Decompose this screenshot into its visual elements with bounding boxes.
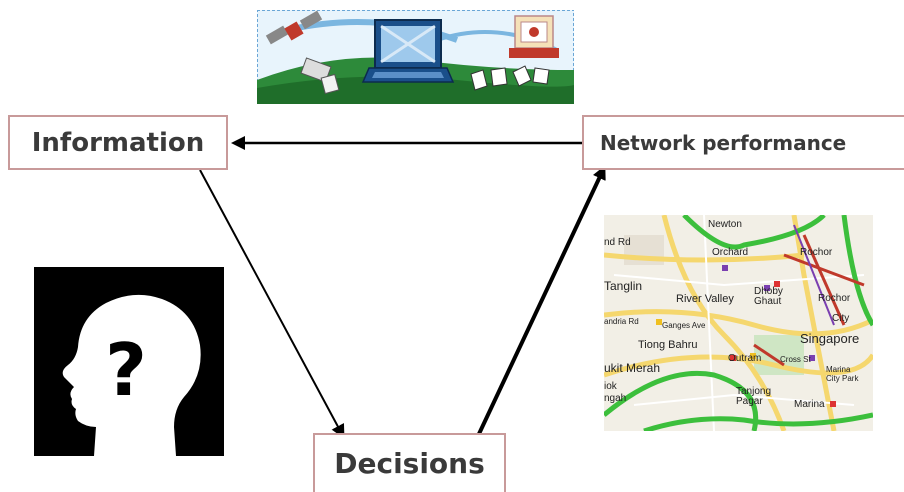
map-label-marina-city-park: Marina City Park	[826, 365, 859, 383]
question-mark: ?	[105, 328, 147, 412]
handheld-device-icon	[300, 57, 340, 95]
map-label-ok: iok	[604, 381, 617, 392]
map-label-andria: andria Rd	[604, 317, 639, 326]
decisions-label: Decisions	[334, 447, 485, 480]
satellite-icon	[265, 10, 323, 45]
map-label-marina: Marina	[794, 399, 825, 410]
laptop-icon	[361, 19, 455, 83]
information-label: Information	[31, 127, 205, 158]
decisions-box: Decisions	[313, 433, 506, 492]
map-label-ganges-ave: Ganges Ave	[662, 321, 706, 330]
map-label-kit-merah: ukit Merah	[604, 361, 661, 375]
map-label-orchard: Orchard	[712, 247, 749, 258]
map-label-river-valley: River Valley	[676, 293, 734, 305]
traffic-map: Newton Orchard Rochor nd Rd Tanglin Rive…	[604, 215, 873, 431]
information-box: Information	[8, 115, 228, 170]
desktop-computer-icon	[509, 15, 559, 58]
map-label-tiong-bahru: Tiong Bahru	[638, 339, 698, 351]
map-label-ngah: ngah	[604, 393, 627, 404]
map-label-city: City	[832, 313, 850, 324]
arrow-information-to-decisions	[199, 169, 345, 439]
papers-icon	[470, 65, 550, 91]
map-label-rochor-2: Rochor	[818, 293, 851, 304]
map-label-singapore: Singapore	[800, 331, 860, 346]
map-label-rd: nd Rd	[604, 237, 631, 248]
arrow-decisions-to-network	[476, 165, 606, 437]
computer-network-clipart	[257, 10, 574, 104]
map-label-tanjong-pagar: Tanjong Pagar	[736, 386, 772, 407]
map-label-tanglin: Tanglin	[604, 279, 643, 293]
network-performance-box: Network performance	[582, 115, 904, 170]
traffic-map-graphic	[604, 215, 873, 431]
map-label-cross-st: Cross St	[780, 355, 811, 364]
map-label-outram: Outram	[728, 353, 762, 364]
thinking-head-icon: ?	[34, 267, 224, 456]
network-performance-label: Network performance	[600, 130, 847, 155]
map-label-rochor: Rochor	[800, 247, 833, 258]
map-label-dhoby-ghaut: Dhoby Ghaut	[754, 286, 783, 307]
map-label-newton: Newton	[708, 219, 742, 230]
